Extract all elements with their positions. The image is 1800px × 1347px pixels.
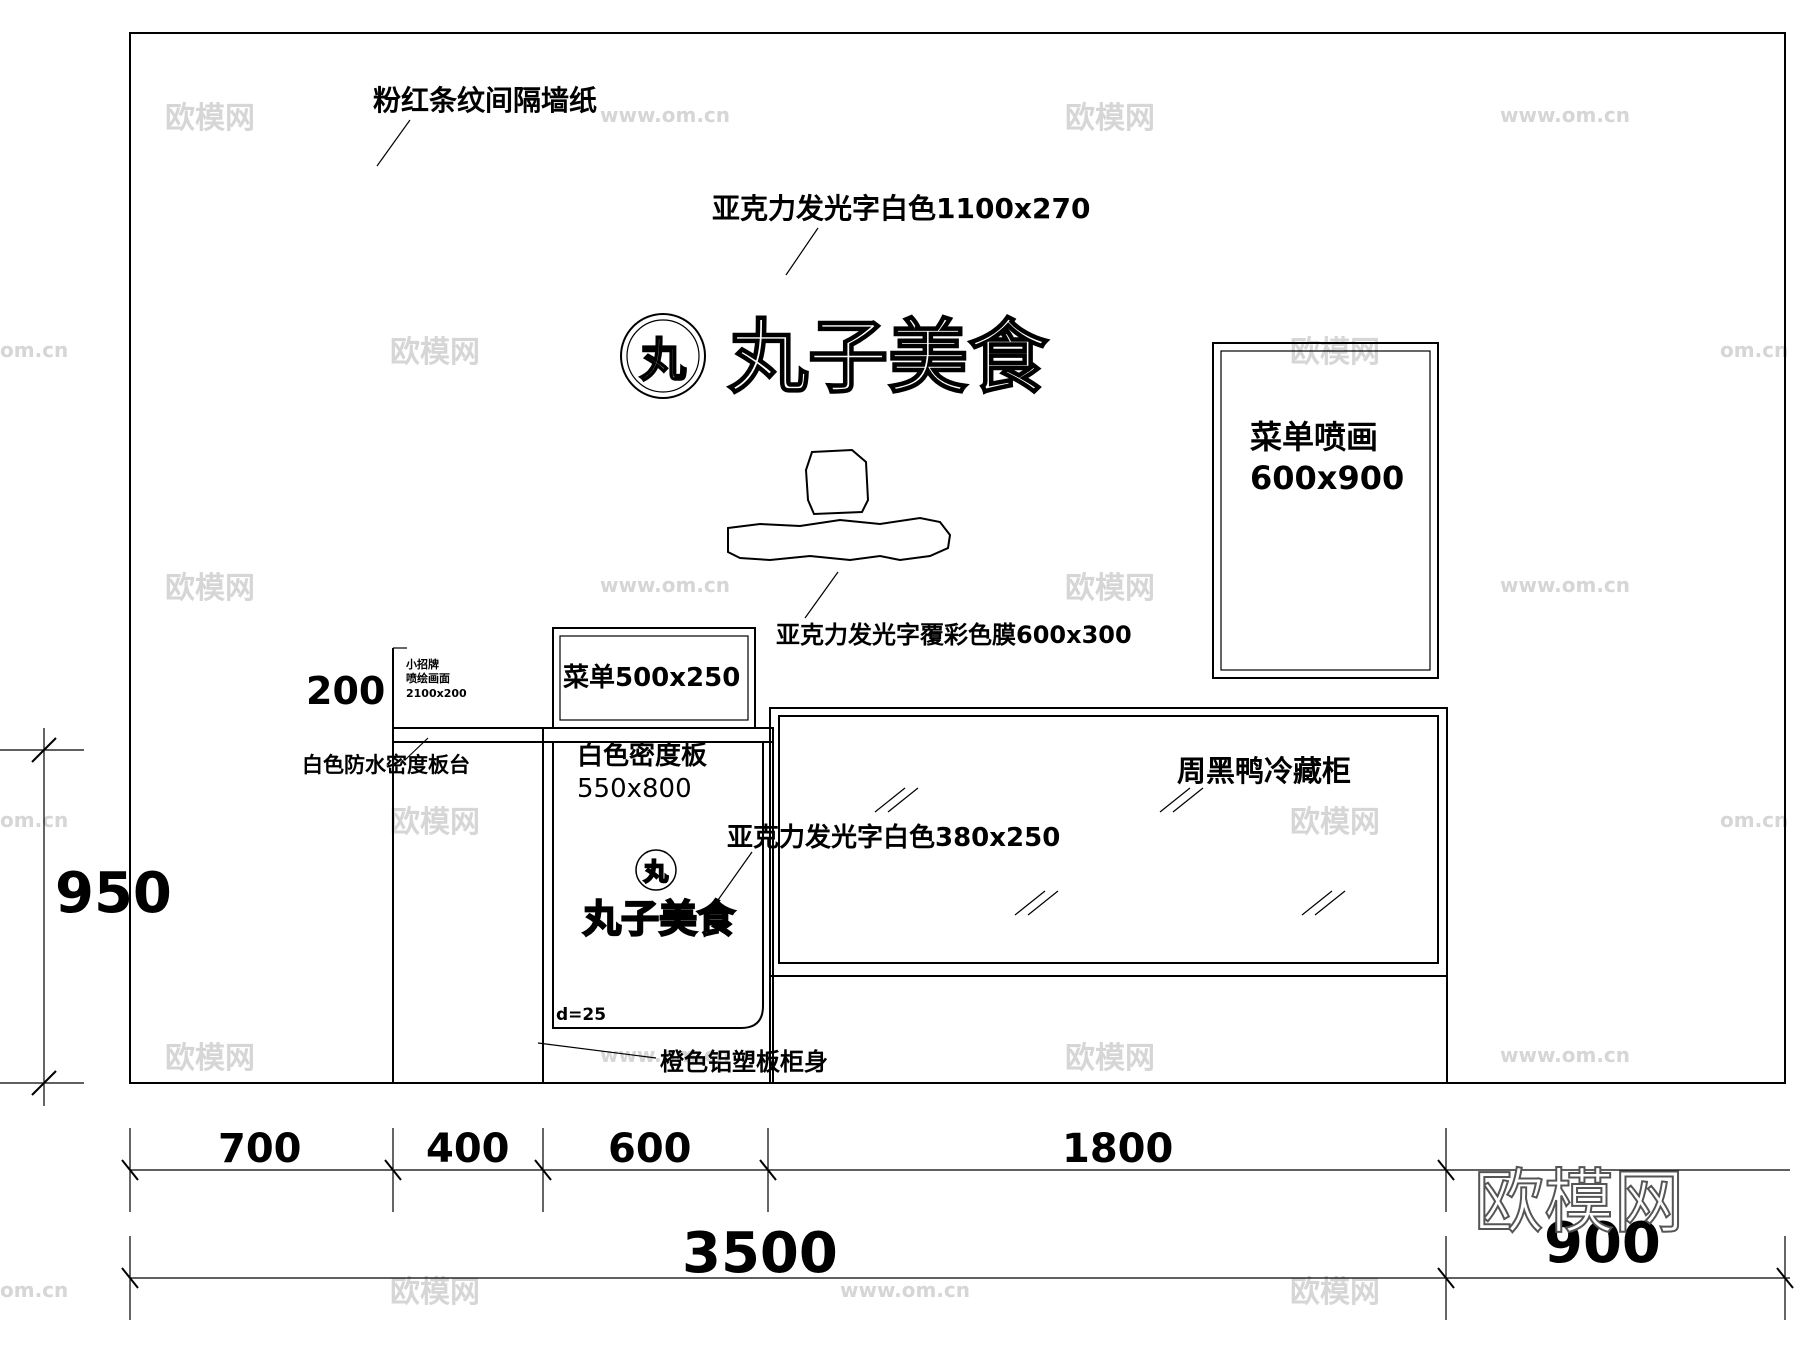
dim-tick [31,737,57,763]
fridge-glass-frame [778,715,1439,964]
logo-circle [620,313,706,399]
dim-seg-400: 400 [426,1126,510,1172]
note-menu-painting: 菜单喷画 [1250,418,1378,456]
main-logo: 丸 丸子美食 [620,309,1050,405]
dim-side: 900 [1544,1211,1661,1276]
white-board-panel [552,741,764,1029]
watermark-site: www.om.cn [600,573,730,597]
dim-tick [1776,1267,1794,1289]
small-logo: 丸 丸子美食 [581,849,737,942]
watermark-brand: 欧模网 [1065,571,1155,606]
watermark-brand: 欧模网 [165,1041,255,1076]
dim-height: 950 [55,861,172,926]
logo-main-text: 丸子美食 [727,310,1049,404]
watermark-site-short: om.cn [1720,808,1788,832]
note-counter-top: 白色防水密度板台 [302,753,470,777]
character-head-shape [804,448,870,516]
acrylic-film-sign [727,448,952,562]
dim-tick [759,1159,777,1181]
logo-circle-inner [626,319,700,393]
dim-tick [1437,1159,1455,1181]
dim-tick [121,1159,139,1181]
note-white-board-size: 550x800 [577,774,692,804]
leader-acrylic-film [804,571,839,619]
watermark-brand: 欧模网 [1290,805,1380,840]
leader-acrylic-top [785,227,819,276]
note-cabinet-body: 橙色铝塑板柜身 [660,1048,828,1076]
dim-tick [384,1159,402,1181]
menu-box-inner [559,635,749,721]
leader-acrylic-small [717,851,753,901]
dim-seg-700: 700 [218,1126,302,1172]
leader-cabinet-body [537,1042,657,1059]
watermark-site: www.om.cn [600,1043,730,1067]
watermark-site-short: om.cn [0,1278,68,1302]
note-small-sign-3: 2100x200 [406,687,467,700]
dim-tick [534,1159,552,1181]
dim-seg-600: 600 [608,1126,692,1172]
wall-outline [129,32,1786,1084]
watermark-site: www.om.cn [1500,1043,1630,1067]
brand-watermark-large: 欧模网 [1474,1161,1684,1243]
watermark-brand: 欧模网 [1065,101,1155,136]
watermark-brand: 欧模网 [1065,1041,1155,1076]
leader-wallpaper [376,119,411,167]
leader-counter-top [404,737,429,761]
dim-small-sign: 200 [306,669,385,713]
watermark-site-short: om.cn [1720,338,1788,362]
small-logo-circle-char: 丸 [643,857,669,886]
note-white-board: 白色密度板 [577,740,707,771]
dim-tick [121,1267,139,1289]
note-fridge: 周黑鸭冷藏柜 [1177,754,1351,788]
note-acrylic-small: 亚克力发光字白色380x250 [727,822,1060,853]
note-wallpaper: 粉红条纹间隔墙纸 [373,84,597,117]
watermark-brand: 欧模网 [390,1275,480,1310]
note-radius: d=25 [556,1005,606,1025]
glass-reflection-marks [874,787,1346,916]
note-acrylic-top: 亚克力发光字白色1100x270 [712,192,1090,225]
watermark-brand: 欧模网 [165,571,255,606]
note-menu-box: 菜单500x250 [562,663,740,693]
watermark-site: www.om.cn [1500,573,1630,597]
watermark-brand: 欧模网 [390,805,480,840]
menu-painting-frame [1212,342,1439,679]
logo-circle-char: 丸 [639,333,686,387]
watermark-site: www.om.cn [600,103,730,127]
lettering-band-shape [727,516,952,562]
note-small-sign-1: 小招牌 [405,657,439,671]
menu-box-frame [552,627,756,729]
watermark-brand: 欧模网 [1290,1275,1380,1310]
note-small-sign-2: 喷绘画面 [406,671,450,685]
watermark-brand: 欧模网 [1290,335,1380,370]
small-logo-circle [635,849,677,891]
counter-top [392,727,774,743]
dim-tick [1437,1267,1455,1289]
dim-seg-1800: 1800 [1062,1126,1173,1172]
dim-total: 3500 [682,1221,838,1286]
watermark-brand: 欧模网 [390,335,480,370]
small-logo-text: 丸子美食 [582,896,736,941]
watermark-site: www.om.cn [1500,103,1630,127]
watermark-site-short: om.cn [0,338,68,362]
watermark-site-short: om.cn [0,808,68,832]
watermark-site: www.om.cn [840,1278,970,1302]
watermark-brand: 欧模网 [165,101,255,136]
note-menu-painting-size: 600x900 [1250,459,1404,497]
watermark-layer: 欧模网 www.om.cn 欧模网 www.om.cn om.cn 欧模网 欧模… [0,101,1788,1310]
fridge-outer [769,707,1448,977]
note-acrylic-film: 亚克力发光字覆彩色膜600x300 [776,621,1132,649]
menu-painting-inner [1220,350,1431,671]
dim-tick [31,1070,57,1096]
